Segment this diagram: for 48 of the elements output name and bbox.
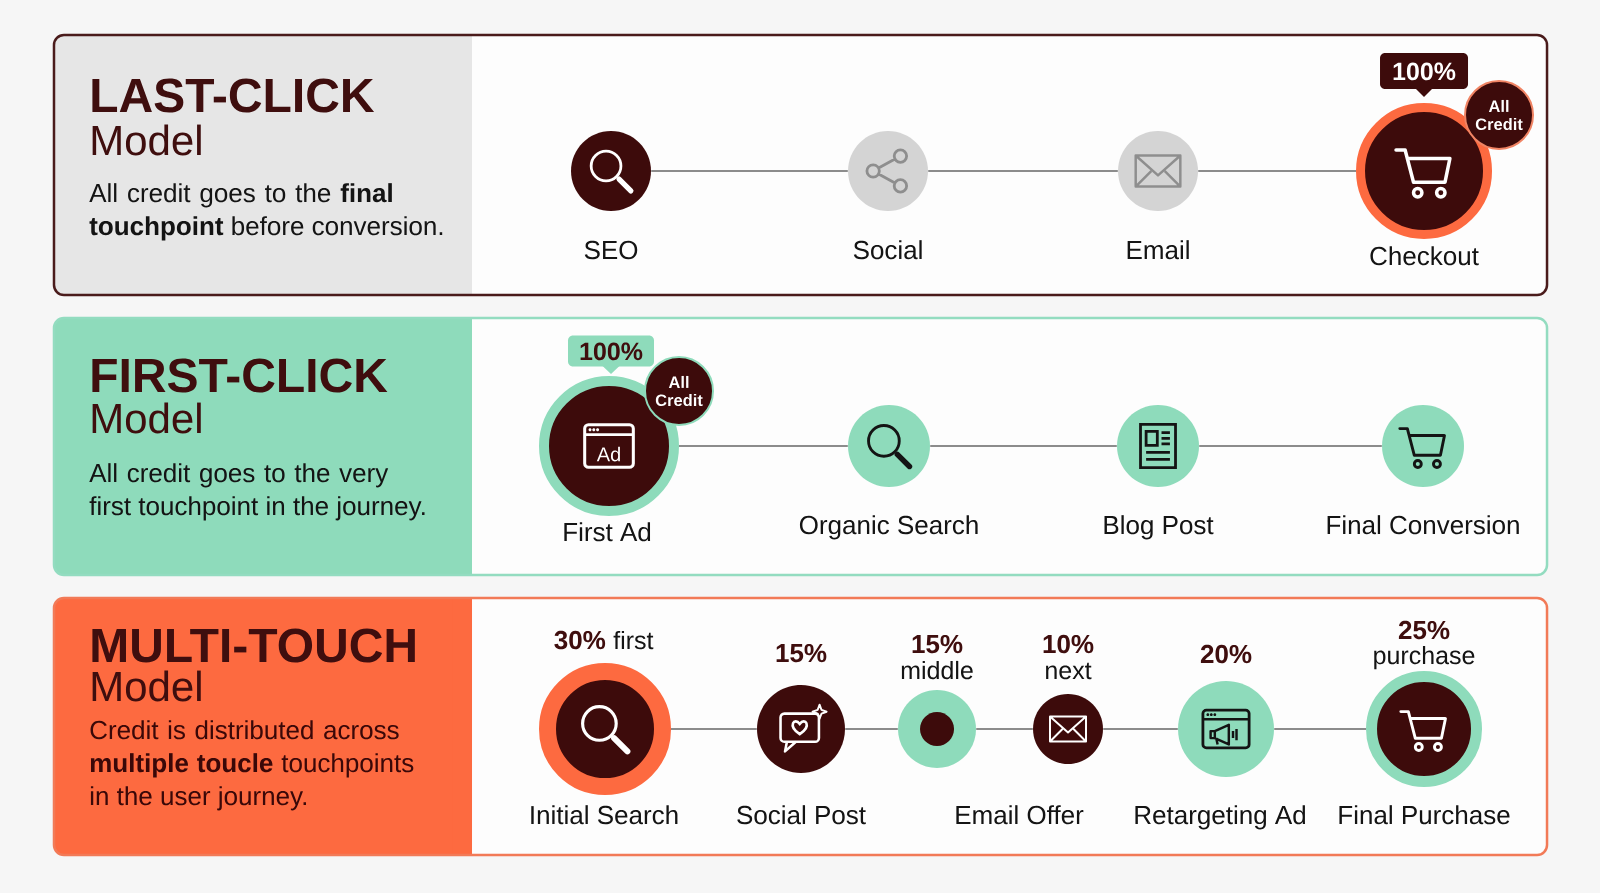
model-description: All credit goes to the final touchpoint before conversion. bbox=[89, 183, 443, 241]
percent-badge: 100% bbox=[1380, 53, 1468, 97]
percentage-label: 15% bbox=[776, 643, 827, 663]
model-subtitle: Model bbox=[92, 124, 201, 156]
connector-line bbox=[1198, 445, 1383, 447]
model-title: MULTI-TOUCH bbox=[92, 628, 415, 663]
connector-line bbox=[650, 170, 849, 172]
model-subtitle: Model bbox=[92, 670, 201, 702]
model-subtitle: Model bbox=[92, 402, 201, 434]
connector-line bbox=[678, 445, 849, 447]
touchpoint-label: Social bbox=[853, 240, 922, 260]
touchpoint-label: SEO bbox=[584, 240, 638, 260]
touchpoint-label: Checkout bbox=[1370, 246, 1479, 266]
connector-line bbox=[975, 728, 1034, 730]
model-title: FIRST-CLICK bbox=[92, 358, 388, 393]
stage-label: middle bbox=[901, 660, 973, 680]
touchpoint-label: Organic Search bbox=[799, 515, 978, 540]
touchpoint-label: Final Purchase bbox=[1339, 805, 1510, 825]
connector-line bbox=[927, 170, 1119, 172]
credit-badge: All Credit bbox=[1464, 80, 1534, 150]
model-title: LAST-CLICK bbox=[92, 78, 375, 113]
touchpoint-label: Blog Post bbox=[1104, 515, 1214, 540]
touchpoint-label: First Ad bbox=[564, 522, 651, 542]
model-description: Credit is distributed across multiple toucle touchpoints in the user journey. bbox=[90, 720, 414, 811]
connector-line bbox=[844, 728, 899, 730]
connector-line bbox=[929, 445, 1118, 447]
percentage-label: 10% bbox=[1043, 634, 1094, 654]
stage-label: next bbox=[1046, 662, 1092, 680]
stage-label: purchase bbox=[1374, 645, 1475, 670]
touchpoint-label: Email bbox=[1127, 240, 1189, 260]
stage-label: first bbox=[613, 630, 654, 650]
connector-line bbox=[1197, 170, 1357, 172]
touchpoint-label: Final Conversion bbox=[1327, 515, 1519, 535]
touchpoint-label: Social Post bbox=[737, 805, 866, 825]
connector-line bbox=[1102, 728, 1179, 730]
connector-line bbox=[670, 728, 758, 730]
percent-badge: 100% bbox=[568, 335, 654, 374]
credit-badge: All Credit bbox=[644, 356, 714, 426]
percentage-label: 30% bbox=[554, 630, 606, 650]
ad-text: Ad bbox=[596, 446, 620, 462]
touchpoint-label: Retargeting Ad bbox=[1135, 805, 1305, 830]
touchpoint-label: Initial Search bbox=[531, 805, 678, 825]
connector-line bbox=[1273, 728, 1367, 730]
touchpoint-label: Email Offer bbox=[956, 805, 1084, 825]
percentage-label: 15% bbox=[912, 634, 963, 654]
percentage-label: 25% bbox=[1398, 620, 1450, 640]
percentage-label: 20% bbox=[1200, 644, 1252, 664]
model-description: All credit goes to the very first touchpoint in the journey. bbox=[89, 463, 425, 521]
